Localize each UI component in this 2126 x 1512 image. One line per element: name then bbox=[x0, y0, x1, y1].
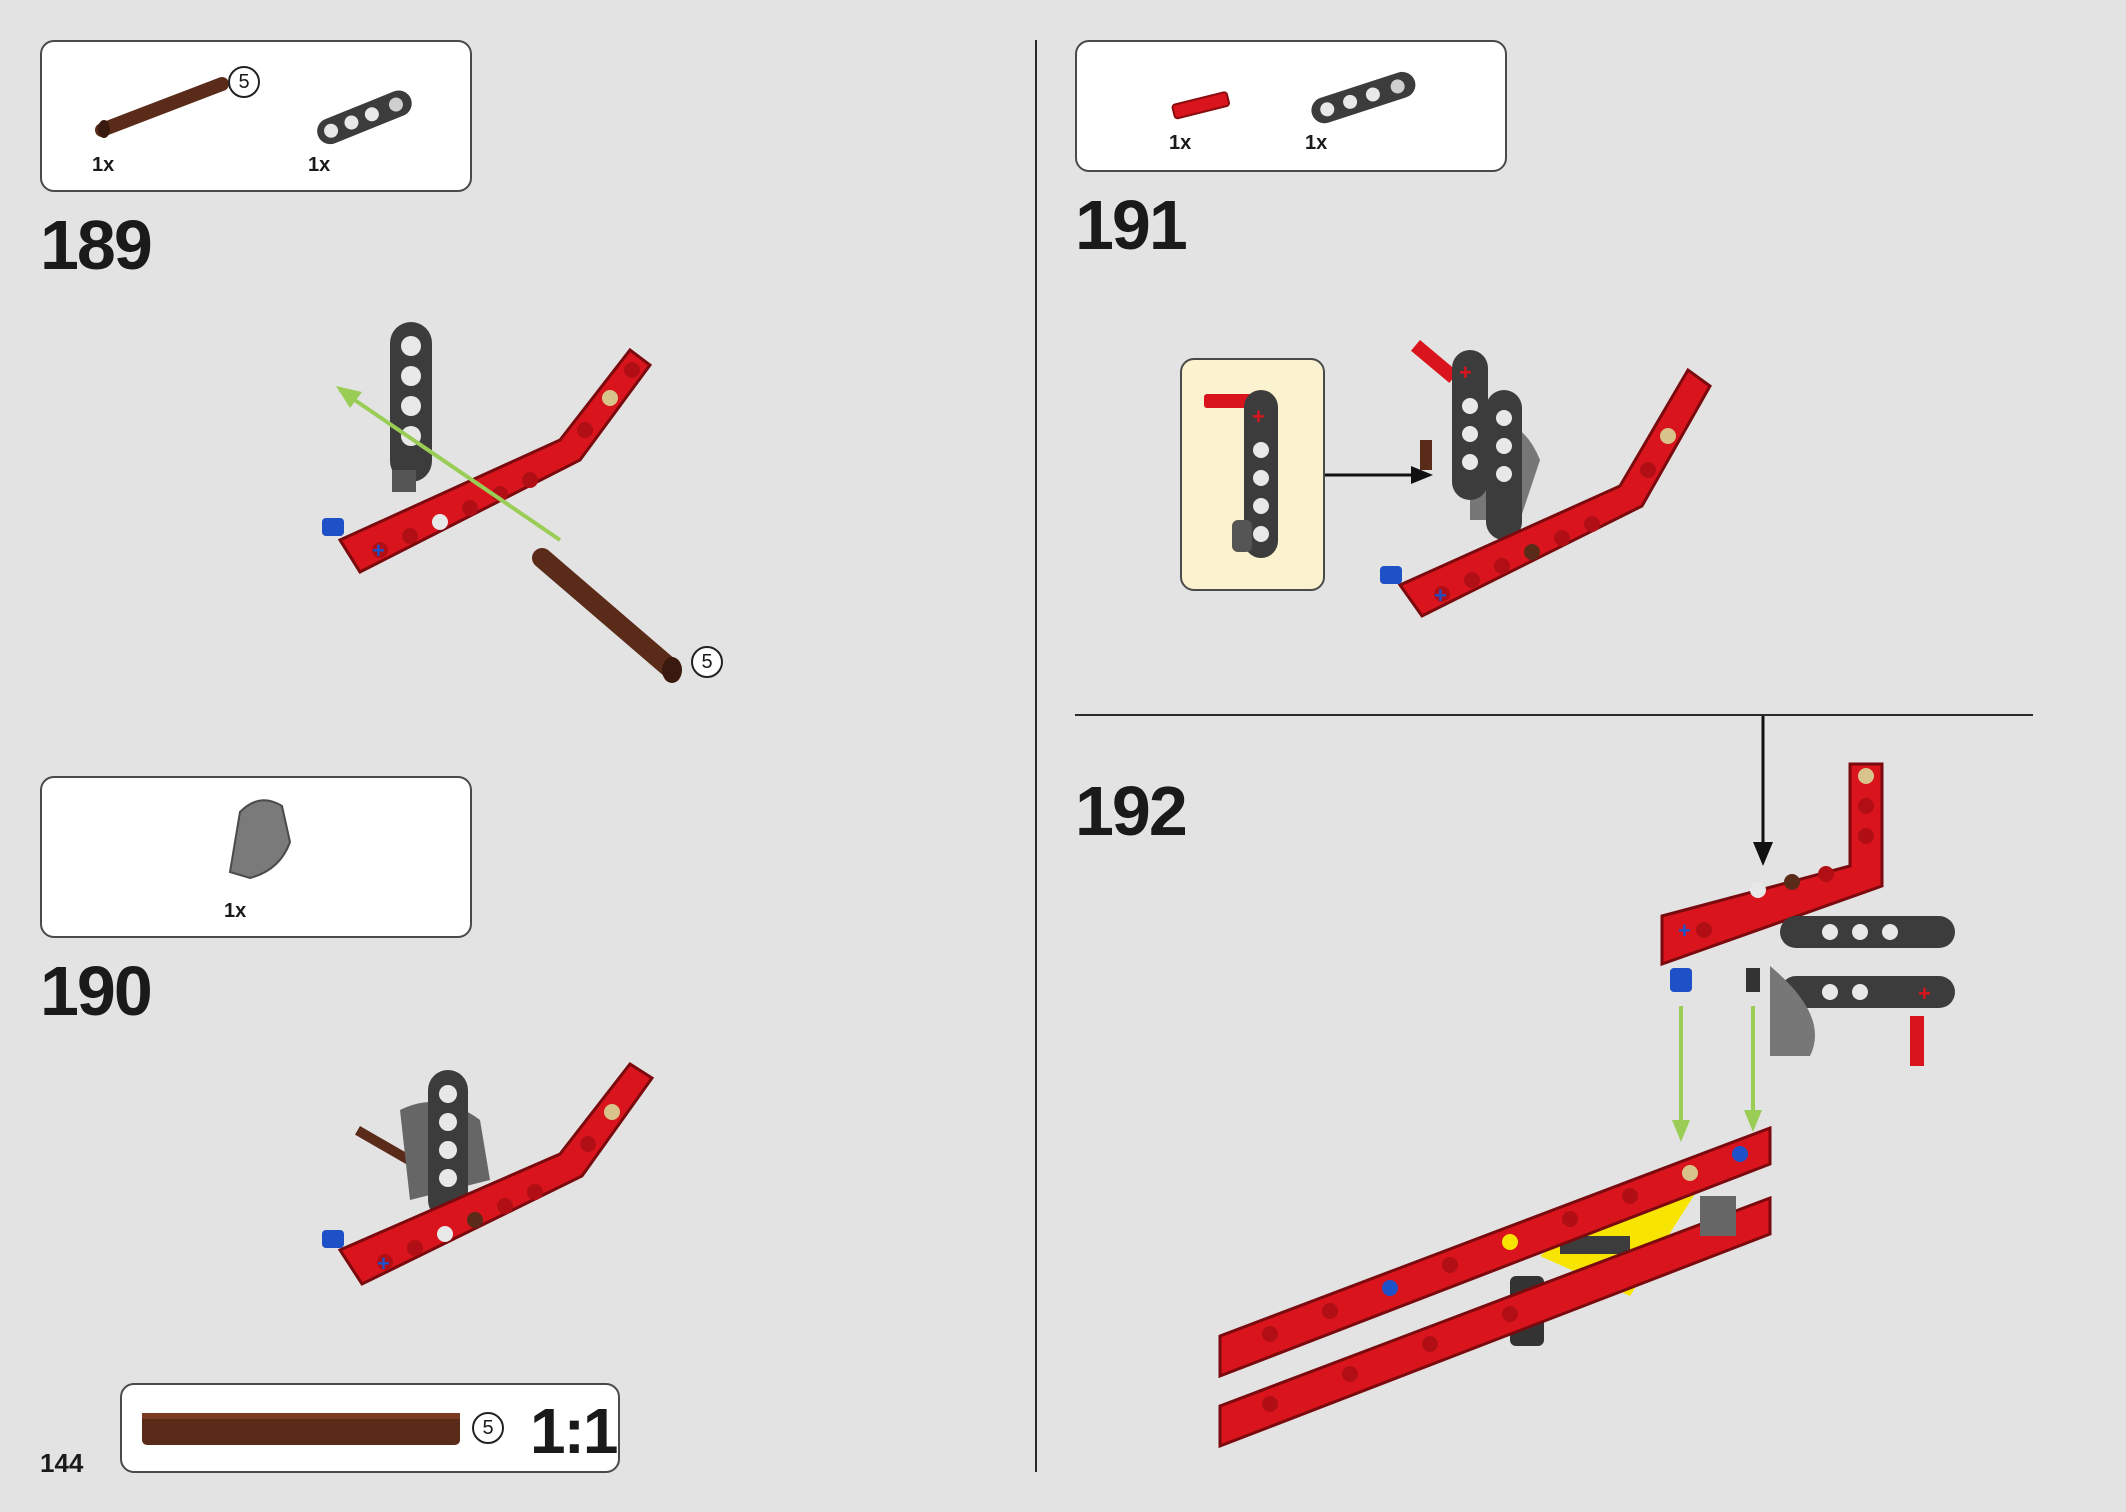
part-qty: 1x bbox=[1169, 132, 1192, 154]
sub-assembly-illustration: + bbox=[1204, 390, 1278, 558]
step-189-assembly-illustration: + bbox=[322, 322, 682, 683]
red-axle-icon bbox=[1171, 91, 1231, 120]
part-qty: 1x bbox=[92, 154, 115, 176]
part-qty: 1x bbox=[224, 900, 247, 922]
svg-text:+: + bbox=[372, 538, 385, 563]
step-number-192: 192 bbox=[1075, 772, 1188, 850]
callout-arrow bbox=[1325, 466, 1433, 484]
step-191-assembly-illustration: + + bbox=[1380, 340, 1712, 618]
brown-axle-ruler-icon bbox=[142, 1413, 460, 1445]
scale-ruler-box: 5 1:1 bbox=[120, 1383, 620, 1473]
parts-box-step-190: 1x bbox=[40, 776, 472, 938]
svg-text:+: + bbox=[1678, 918, 1691, 943]
svg-text:+: + bbox=[1459, 360, 1472, 385]
step-number-190: 190 bbox=[40, 952, 153, 1030]
svg-text:+: + bbox=[1252, 404, 1265, 429]
step-192-assembly-illustration: + + bbox=[1218, 716, 1955, 1449]
step-number-189: 189 bbox=[40, 206, 153, 284]
page-number: 144 bbox=[40, 1448, 84, 1478]
scale-label: 1:1 bbox=[530, 1395, 618, 1467]
svg-text:+: + bbox=[1434, 583, 1447, 608]
count-callout: 5 bbox=[691, 646, 723, 678]
page-divider-vertical bbox=[1035, 40, 1037, 1472]
sub-assembly-callout: + bbox=[1180, 358, 1325, 591]
svg-text:+: + bbox=[377, 1251, 390, 1276]
svg-text:+: + bbox=[1918, 981, 1931, 1006]
step-190-assembly-illustration: + bbox=[322, 1062, 655, 1286]
brown-axle-pin-icon bbox=[95, 77, 229, 138]
step-number-191: 191 bbox=[1075, 186, 1188, 264]
page-divider-horizontal bbox=[1075, 714, 2033, 716]
dark-gray-liftarm-icon bbox=[1311, 71, 1416, 124]
dark-gray-liftarm-icon bbox=[317, 90, 412, 145]
parts-box-step-189: 5 1x 1x bbox=[40, 40, 472, 192]
parts-box-step-191: 1x 1x bbox=[1075, 40, 1507, 172]
part-qty: 1x bbox=[308, 154, 331, 176]
count-callout: 5 bbox=[228, 66, 260, 98]
part-qty: 1x bbox=[1305, 132, 1328, 154]
count-callout: 5 bbox=[472, 1412, 504, 1444]
gray-wedge-element-icon bbox=[228, 799, 292, 880]
